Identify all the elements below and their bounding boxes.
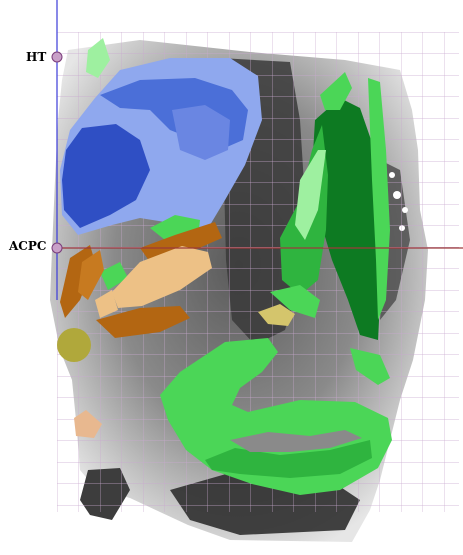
acpc-label: ACPC [8, 239, 46, 253]
acpc-marker-icon[interactable] [51, 242, 63, 254]
bright-green-mid-strip [270, 285, 320, 318]
khaki-region [258, 304, 295, 326]
bright-green-low [350, 348, 390, 385]
acpc-marker[interactable]: ACPC [8, 239, 63, 254]
tan-region-small [95, 290, 118, 318]
gray-inner-band [230, 430, 362, 452]
peach-region [74, 410, 102, 438]
ht-marker-icon[interactable] [51, 51, 63, 63]
brown-strip-c [96, 306, 190, 338]
tan-region [112, 246, 212, 308]
ht-label: HT [26, 50, 46, 64]
dark-green-region [312, 98, 385, 340]
pale-green-strip [295, 150, 326, 240]
blue-blob-right [172, 105, 230, 160]
brown-strip-b [140, 222, 222, 262]
segmentation-overlays [57, 38, 392, 495]
bright-green-right [320, 72, 352, 110]
bright-green-right-strip [368, 78, 390, 320]
olive-region [57, 328, 91, 362]
green-small-left [100, 262, 128, 290]
pale-green-region-top [86, 38, 110, 78]
green-inner-band [205, 440, 372, 478]
ht-marker[interactable]: HT [26, 50, 63, 64]
brown-strip-d [78, 250, 104, 300]
dark-blue-region [62, 124, 150, 228]
